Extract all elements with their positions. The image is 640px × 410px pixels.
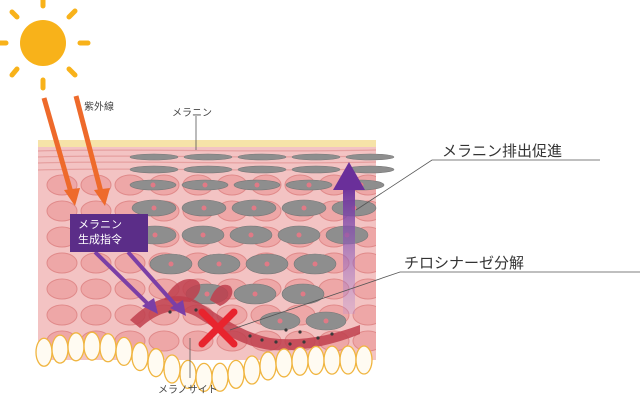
melanin-granule [181,199,227,217]
skin-cell [352,278,376,300]
basal-cell [163,354,181,384]
melanin-granule [181,179,229,191]
melanin-granule [149,253,193,275]
melanin-granule [281,199,327,217]
melanin-granule [229,225,273,245]
uv-arrows [41,95,110,206]
melanin-granule [305,311,347,331]
basal-cell [227,359,245,390]
basal-cell [51,334,69,364]
basal-cell [83,331,101,361]
skin-cell [352,304,376,326]
melanin-granule [233,179,281,191]
basal-cell [307,345,325,376]
melanin-granule [129,179,177,191]
melanin-granule [129,165,179,174]
uv-label: 紫外線 [84,102,114,113]
melanocyte-label: メラノサイト [158,385,218,396]
melanin-order-box: メラニン 生成指令 [70,214,148,252]
melanin-order-line1: メラニン [78,218,122,231]
melanocyte-cell [130,278,360,351]
discharge-arrow [333,162,365,314]
melanin-granule [259,311,301,331]
basal-cell [259,351,277,381]
melanin-granule [293,253,337,275]
sun-icon [0,0,91,91]
skin-cell [352,252,376,274]
melanin-granule [183,165,233,174]
melanin-granule [129,153,179,161]
melanin-granule [197,253,241,275]
skin-cell [80,304,112,326]
basal-cell [275,348,293,378]
skin-cell [46,304,78,326]
melanin-granule [277,225,321,245]
melanin-granule [245,253,289,275]
basal-cell [323,345,341,375]
melanin-order-line2: 生成指令 [78,233,122,246]
melanin-granule [285,179,333,191]
skin-cell [46,278,78,300]
basal-cell [35,337,53,367]
leader-lines [189,116,640,378]
skin-cell [80,278,112,300]
basal-cell [355,345,373,375]
melanin-discharge-label: メラニン排出促進 [442,142,563,160]
signal-arrows [93,250,186,316]
melanin-granule [233,283,277,305]
melanin-granule [183,153,233,161]
melanin-label: メラニン [172,108,212,119]
basal-cell [115,336,133,367]
skin-cell [148,330,180,352]
melanin-granule [345,153,395,161]
skin-cell [46,200,78,222]
melanin-granule [291,153,341,161]
basal-cell [147,348,165,378]
melanin-granule [181,225,225,245]
melanin-granule [237,153,287,161]
basal-cell [339,345,357,375]
basal-cell [131,341,149,372]
basal-cell [243,355,261,385]
tyrosinase-label: チロシナーゼ分解 [404,254,525,272]
melanin-granule [291,165,341,174]
basal-cell [99,333,117,363]
melanin-granule [281,283,325,305]
melanin-granule [131,199,177,217]
cross-icon [198,308,238,348]
melanin-granule [231,199,277,217]
basal-cell [67,332,85,362]
melanin-granule [237,165,287,174]
basal-cell [291,346,309,376]
basal-cells [35,331,373,393]
skin-cell [46,252,78,274]
